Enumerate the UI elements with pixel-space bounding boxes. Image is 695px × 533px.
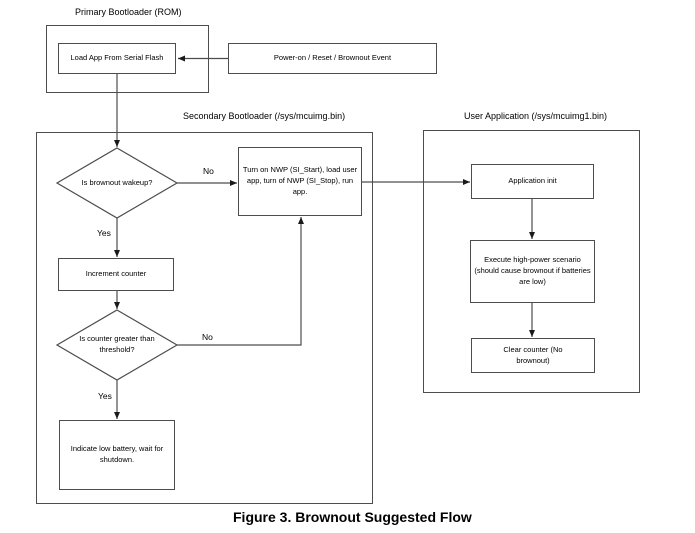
group-label-user-application: User Application (/sys/mcuimg1.bin)	[464, 111, 608, 121]
node-text: Indicate low battery, wait for shutdown.	[70, 444, 164, 464]
node-text: Turn on NWP (SI_Start), load user app, t…	[242, 165, 358, 196]
edge-label-brownout-yes: Yes	[97, 228, 111, 238]
group-label-primary-bootloader: Primary Bootloader (ROM)	[75, 7, 182, 17]
node-increment-counter: Increment counter	[58, 258, 174, 291]
decision-counter-label: Is counter greater than threshold?	[79, 334, 155, 354]
node-text: Application init	[508, 176, 557, 186]
decision-brownout-label: Is brownout wakeup?	[81, 178, 153, 187]
node-power-on-reset-brownout-event: Power-on / Reset / Brownout Event	[228, 43, 437, 74]
decision-counter-shape	[55, 309, 179, 381]
group-user-application	[423, 130, 640, 393]
edge-label-counter-yes: Yes	[98, 391, 112, 401]
node-text: Increment counter	[85, 269, 147, 279]
node-indicate-low-battery: Indicate low battery, wait for shutdown.	[59, 420, 175, 490]
node-text: Load App From Serial Flash	[70, 53, 164, 63]
edge-counter-no-to-nwp	[177, 217, 304, 346]
node-execute-high-power-scenario: Execute high-power scenario (should caus…	[470, 240, 595, 303]
node-load-app-from-serial-flash: Load App From Serial Flash	[58, 43, 176, 74]
decision-brownout-shape	[55, 147, 179, 219]
node-text: Power-on / Reset / Brownout Event	[273, 53, 392, 63]
edge-label-counter-no: No	[202, 332, 213, 342]
group-secondary-bootloader	[36, 132, 373, 504]
group-label-secondary-bootloader: Secondary Bootloader (/sys/mcuimg.bin)	[183, 111, 346, 121]
node-application-init: Application init	[471, 164, 594, 199]
node-clear-counter: Clear counter (No brownout)	[471, 338, 595, 373]
node-turn-on-nwp: Turn on NWP (SI_Start), load user app, t…	[238, 147, 362, 216]
node-text: Execute high-power scenario (should caus…	[474, 255, 591, 286]
node-text: Clear counter (No brownout)	[503, 344, 563, 365]
figure-caption: Figure 3. Brownout Suggested Flow	[233, 509, 472, 525]
edge-label-brownout-no: No	[203, 166, 214, 176]
